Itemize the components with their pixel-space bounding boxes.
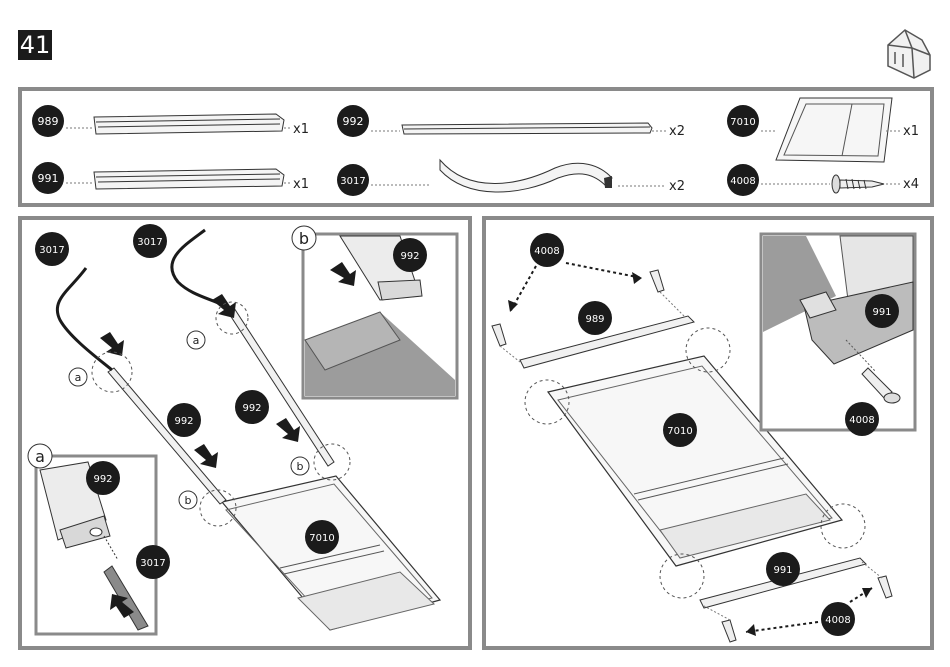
detail-a-label-top: 992: [93, 474, 112, 485]
detail-b-label: 992: [400, 251, 419, 262]
part-4008: 4008 x4: [727, 164, 919, 196]
part-4008-label: 4008: [730, 176, 755, 187]
left-roof-panel: [222, 476, 440, 630]
part-991-label: 991: [38, 172, 59, 185]
part-7010-qty: x1: [903, 124, 919, 139]
svg-text:a: a: [75, 371, 82, 384]
part-992: 992 x2: [337, 105, 685, 139]
part-991: 991 x1: [32, 162, 309, 194]
left-cable-3017-a: [57, 268, 112, 370]
part-3017-qty: x2: [669, 179, 685, 194]
greenhouse-icon: [888, 30, 930, 78]
detail-b-letter: b: [299, 229, 309, 248]
left-label-992-a: 992: [174, 416, 193, 427]
detail-a-letter: a: [35, 447, 45, 466]
part-989-qty: x1: [293, 122, 309, 137]
part-7010: 7010 x1: [727, 98, 919, 162]
part-3017: 3017 x2: [337, 160, 685, 196]
part-989: 989 x1: [32, 105, 309, 137]
left-label-3017-b: 3017: [137, 237, 162, 248]
left-label-7010: 7010: [309, 533, 334, 544]
right-label-991: 991: [773, 565, 792, 576]
detail-a-label-bottom: 3017: [140, 558, 165, 569]
part-7010-label: 7010: [730, 117, 755, 128]
part-992-label: 992: [343, 115, 364, 128]
part-3017-label: 3017: [340, 176, 365, 187]
screw-icon: [832, 175, 884, 193]
detail-right-label-bottom: 4008: [849, 415, 874, 426]
svg-text:b: b: [297, 460, 304, 473]
left-label-3017-a: 3017: [39, 245, 64, 256]
detail-right: 991 4008: [761, 234, 915, 436]
part-992-qty: x2: [669, 124, 685, 139]
detail-right-label-top: 991: [872, 307, 891, 318]
right-label-989: 989: [585, 314, 604, 325]
right-label-4008-top: 4008: [534, 246, 559, 257]
right-label-4008-bottom: 4008: [825, 615, 850, 626]
left-label-992-b: 992: [242, 403, 261, 414]
part-989-label: 989: [38, 115, 59, 128]
detail-a: a 992 3017: [28, 444, 170, 634]
arrow-icon: [100, 294, 300, 468]
detail-b: b 992: [292, 226, 457, 398]
right-label-7010: 7010: [667, 426, 692, 437]
part-991-qty: x1: [293, 177, 309, 192]
svg-text:a: a: [193, 334, 200, 347]
part-4008-qty: x4: [903, 177, 919, 192]
svg-text:b: b: [185, 494, 192, 507]
